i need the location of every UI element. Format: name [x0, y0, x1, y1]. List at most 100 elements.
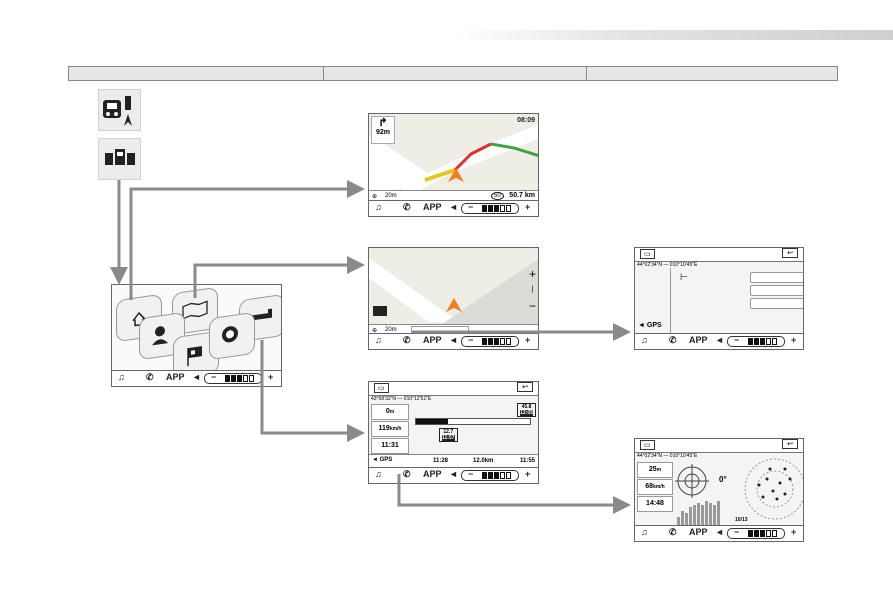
- next-waypoint-distance: 45.8: [521, 404, 532, 410]
- coordinates: 44°02'34"N — 010°10'45"E: [637, 453, 698, 459]
- volume-control[interactable]: −: [204, 372, 262, 384]
- distance-cell: 25m: [637, 462, 673, 478]
- volume-minus-button[interactable]: −: [468, 202, 474, 212]
- volume-minus-button[interactable]: −: [734, 527, 740, 537]
- app-button[interactable]: APP: [423, 202, 442, 212]
- zoom-out-button[interactable]: −: [528, 299, 536, 313]
- map-scale: 20m: [385, 193, 397, 199]
- map-screen: + ❘ − ⊕ 20m ♫ ✆ APP ◄ − +: [368, 247, 539, 350]
- zoom-in-button[interactable]: +: [528, 267, 536, 281]
- guidance-screen: ↱ 92m 08:09 ⊕ 20m 50 50.7 km ♫ ✆ APP ◄ −…: [368, 113, 539, 217]
- gps-label: GPS: [379, 457, 393, 463]
- phone-icon[interactable]: ✆: [403, 335, 411, 345]
- online-services-tile[interactable]: [209, 311, 255, 361]
- settings-tile[interactable]: [239, 293, 281, 343]
- speed-cell: 119km/h: [371, 421, 409, 437]
- coordinates: 44°02'34"N — 010°10'45"E: [637, 262, 698, 268]
- volume-plus-button[interactable]: +: [525, 202, 531, 212]
- clock: 08:09: [517, 117, 535, 124]
- phone-icon[interactable]: ✆: [669, 527, 677, 537]
- layers-icon[interactable]: [373, 306, 387, 316]
- volume-plus-button[interactable]: +: [791, 527, 797, 537]
- speed-value: 119: [378, 425, 390, 432]
- app-button[interactable]: APP: [423, 469, 442, 479]
- car-menu-icon[interactable]: [98, 138, 141, 180]
- turn-unit: m: [383, 129, 391, 136]
- header-cell: [586, 66, 837, 81]
- volume-control[interactable]: −: [461, 335, 519, 347]
- trip-progress-track: [415, 418, 531, 425]
- music-icon[interactable]: ♫: [375, 469, 382, 479]
- map-icon[interactable]: ▭: [374, 383, 389, 393]
- bottom-bar: ♫ ✆ APP ◄ − +: [635, 333, 803, 349]
- trip-distance-unit: km: [484, 458, 494, 464]
- volume-icon: ◄: [715, 527, 724, 537]
- distance-value: 25: [648, 466, 657, 473]
- music-icon[interactable]: ♫: [641, 335, 648, 345]
- trip-status-bar: ◄ GPS 11:28 12.0km 11:55: [369, 454, 538, 469]
- volume-control[interactable]: −: [461, 469, 519, 481]
- header-cell: [69, 66, 324, 81]
- volume-plus-button[interactable]: +: [268, 372, 274, 382]
- navigation-button-icon[interactable]: [98, 89, 141, 131]
- position-detail-screen: ▭ ↩ 44°02'34"N — 010°10'45"E ⊢ ◄ GPS ♫ ✆…: [634, 247, 804, 350]
- music-icon[interactable]: ♫: [375, 202, 382, 212]
- gps-indicator: ◄ GPS: [372, 457, 393, 463]
- phone-icon[interactable]: ✆: [669, 335, 677, 345]
- music-icon[interactable]: ♫: [641, 527, 648, 537]
- app-button[interactable]: APP: [423, 335, 442, 345]
- trip-progress-fill: [416, 419, 448, 424]
- back-button[interactable]: ↩: [782, 248, 798, 258]
- music-icon[interactable]: ♫: [375, 335, 382, 345]
- page-header-gradient: [455, 30, 893, 40]
- turn-distance: 92: [375, 129, 384, 136]
- app-button[interactable]: APP: [689, 527, 708, 537]
- volume-minus-button[interactable]: −: [468, 335, 474, 345]
- app-button[interactable]: APP: [166, 372, 185, 382]
- bottom-bar: ♫ ✆ APP ◄ − +: [369, 200, 538, 216]
- volume-control[interactable]: −: [461, 202, 519, 214]
- top-toolbar: ▭ ↩: [635, 248, 803, 262]
- phone-icon[interactable]: ✆: [403, 202, 411, 212]
- contact-tile[interactable]: [139, 311, 185, 361]
- speed-limit-sign: 50: [491, 192, 504, 200]
- volume-control[interactable]: −: [727, 527, 785, 539]
- volume-icon: ◄: [449, 202, 458, 212]
- volume-plus-button[interactable]: +: [791, 335, 797, 345]
- map-scale: 20m: [385, 327, 397, 333]
- gps-label: GPS: [646, 322, 662, 329]
- map-icon[interactable]: ▭: [640, 249, 655, 259]
- gps-indicator: ◄ GPS: [638, 322, 662, 329]
- phone-icon[interactable]: ✆: [403, 469, 411, 479]
- pin-icon[interactable]: ❘: [529, 286, 536, 293]
- phone-icon[interactable]: ✆: [146, 372, 154, 382]
- volume-icon: ◄: [192, 372, 201, 382]
- speed-unit: km/h: [389, 426, 402, 432]
- volume-minus-button[interactable]: −: [211, 372, 217, 382]
- next-waypoint-time: 12:05: [520, 410, 533, 416]
- map-tile[interactable]: [172, 286, 218, 336]
- destination-flag-tile[interactable]: [173, 330, 219, 380]
- heading-value: 0°: [719, 475, 727, 484]
- volume-plus-button[interactable]: +: [525, 469, 531, 479]
- volume-minus-button[interactable]: −: [468, 469, 474, 479]
- info-field: [750, 272, 803, 283]
- header-cell: [323, 66, 587, 81]
- back-button[interactable]: ↩: [782, 439, 798, 449]
- volume-control[interactable]: −: [727, 335, 785, 347]
- app-button[interactable]: APP: [689, 335, 708, 345]
- map-icon[interactable]: ▭: [640, 440, 655, 450]
- volume-minus-button[interactable]: −: [734, 335, 740, 345]
- eta-value: 11:28: [433, 458, 449, 464]
- info-field: [750, 285, 803, 296]
- volume-plus-button[interactable]: +: [525, 335, 531, 345]
- bottom-bar: ♫ ✆ APP ◄ − +: [369, 467, 538, 483]
- volume-icon: ◄: [449, 335, 458, 345]
- back-button[interactable]: ↩: [517, 382, 533, 392]
- music-icon[interactable]: ♫: [118, 372, 125, 382]
- coordinates: 43°58'32"N — 010°12'51"E: [371, 396, 432, 402]
- main-menu-screen: ♫ ✆ APP ◄ − +: [111, 284, 282, 387]
- trip-screen: ▭ ↩ 43°58'32"N — 010°12'51"E 0m 119km/h …: [368, 381, 539, 484]
